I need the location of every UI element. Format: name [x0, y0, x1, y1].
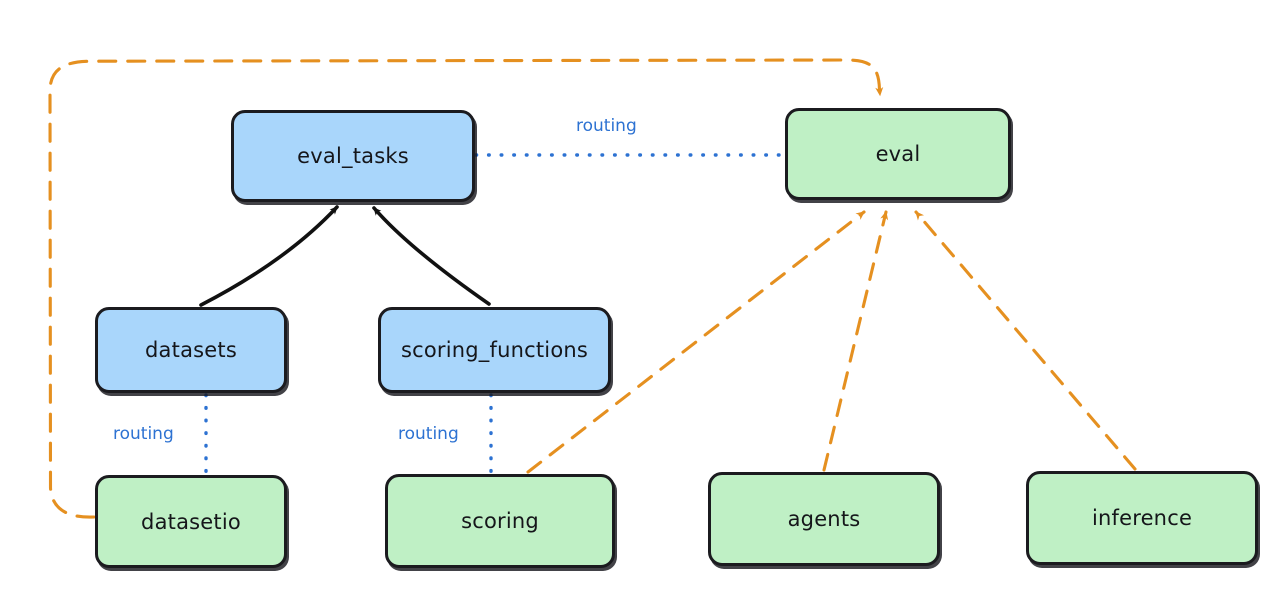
node-label: eval	[875, 142, 921, 166]
edge-scoring-eval	[526, 210, 866, 474]
node-eval-tasks[interactable]: eval_tasks	[231, 110, 475, 202]
node-label: datasets	[145, 338, 237, 362]
node-label: scoring	[461, 509, 539, 533]
edge-label-routing-middle: routing	[398, 424, 459, 444]
edge-label-routing-left: routing	[113, 424, 174, 444]
edge-label-routing-top: routing	[576, 116, 637, 136]
node-scoring-functions[interactable]: scoring_functions	[378, 307, 611, 393]
edge-scoring-functions-eval-tasks	[372, 206, 491, 306]
node-datasets[interactable]: datasets	[95, 307, 287, 393]
node-datasetio[interactable]: datasetio	[95, 475, 287, 568]
node-scoring[interactable]: scoring	[385, 474, 615, 568]
edge-agents-eval	[822, 210, 889, 472]
node-agents[interactable]: agents	[708, 472, 940, 566]
node-label: eval_tasks	[297, 144, 409, 168]
node-label: agents	[787, 507, 861, 531]
edge-datasetio-eval	[48, 58, 884, 519]
edge-datasets-eval-tasks	[199, 205, 339, 307]
edge-inference-eval	[914, 210, 1137, 471]
node-label: scoring_functions	[400, 338, 589, 362]
node-label: inference	[1091, 506, 1193, 530]
node-inference[interactable]: inference	[1026, 471, 1258, 565]
node-eval[interactable]: eval	[785, 108, 1011, 200]
node-label: datasetio	[141, 509, 241, 534]
